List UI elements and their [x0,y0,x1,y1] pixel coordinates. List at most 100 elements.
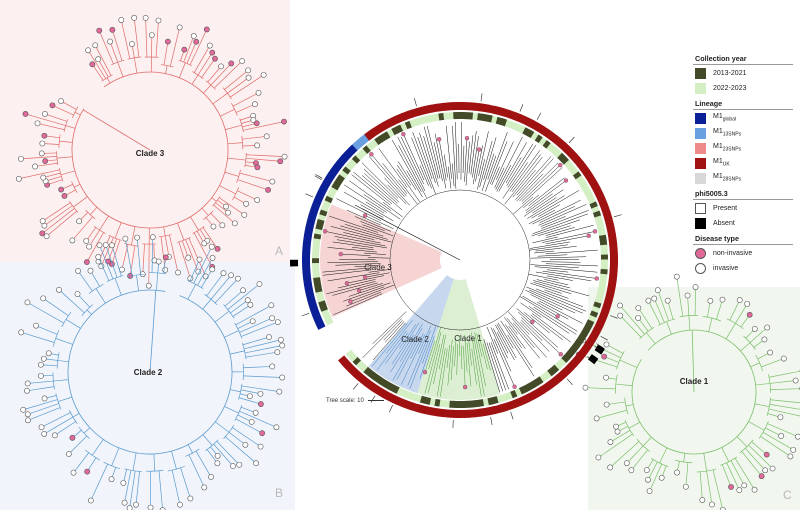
tree-leaf-branch [243,375,283,378]
main-branch [511,317,547,358]
leaf-marker [617,312,624,319]
tree-leaf-branch [631,449,648,471]
tree-leaf-branch [169,235,179,273]
main-branch [463,346,466,388]
legend-swatch [695,127,706,139]
year-ring-segment [531,379,540,388]
tree-leaf-branch [206,273,224,297]
tree-leaf-branch [158,470,163,510]
leaf-marker [39,140,46,147]
tree-leaf-branch [136,237,141,275]
lineage-ring-segment [556,371,566,382]
leaf-marker [269,315,276,321]
lineage-sub: 13SNPs [722,131,742,138]
leaf-marker [40,295,47,302]
main-branch [479,140,493,188]
main-branch [500,320,533,369]
leaf-marker [623,460,630,467]
lineage-ring-segment [606,227,616,235]
year-ring-segment [345,349,355,359]
leaf-marker [164,38,171,45]
tree-branch [133,57,138,74]
main-branch [516,308,533,322]
tree-leaf-branch [667,300,674,320]
main-branch [504,157,543,205]
lineage-base: M1 [713,173,723,181]
lineage-ring-segment [548,377,558,388]
main-leaf-marker [362,213,368,218]
main-leaf-marker [512,384,517,389]
year-ring-segment [581,327,590,336]
main-leaf-marker [436,137,442,142]
tree-leaf-branch [242,336,270,346]
main-branch [545,249,598,255]
tree-branch [99,215,109,231]
tree-node-arc [696,468,717,473]
main-branch [337,279,376,289]
tree-branch [224,171,239,177]
leaf-marker [190,33,197,39]
tree-leaf-branch [180,467,191,499]
legend-item: Present [695,202,793,214]
leaf-marker [212,55,218,62]
main-branch [532,213,589,235]
tree-branch [214,421,230,433]
main-branch [536,301,569,320]
year-ring-segment [567,347,577,356]
year-ring-segment [328,186,338,195]
leaf-marker [24,299,31,306]
outer-tick [519,104,524,112]
main-branch [409,340,429,389]
main-branch [495,136,523,190]
main-branch [545,227,575,236]
year-ring-segment [598,234,607,242]
year-ring-segment [518,125,526,134]
lineage-ring-segment [526,118,536,128]
tree-leaf-branch [239,410,277,428]
main-branch [412,132,436,195]
main-branch [445,125,452,180]
year-ring-segment [566,163,576,173]
lineage-ring-segment [373,385,383,396]
leaf-marker [185,254,192,261]
main-branch [367,257,390,259]
leaf-marker [126,505,133,510]
leaf-marker [109,242,115,249]
tree-node-arc [93,225,106,234]
tree-leaf-branch [638,307,653,329]
tree-leaf-branch [42,202,71,222]
main-branch [528,273,559,281]
main-branch [424,331,442,394]
year-ring-segment [472,112,479,121]
leaf-marker [96,27,103,34]
legend-item: non-invasive [695,247,793,259]
main-leaf-marker [348,299,353,304]
main-branch [344,184,387,213]
main-branch [530,294,563,311]
year-ring-segment [557,152,566,162]
main-circular-tree [290,93,622,428]
leaf-marker [76,218,82,225]
tree-leaf-branch [606,344,624,354]
year-ring-segment [542,140,552,149]
main-branch [343,286,385,302]
tree-branch [191,74,199,85]
main-branch [398,145,427,198]
inner-backbone [389,189,531,331]
year-ring-segment [396,387,404,396]
tree-node-arc [616,351,625,370]
year-ring-segment [391,126,400,136]
year-ring-segment [578,331,588,340]
main-branch [354,216,391,232]
leaf-marker [255,89,262,96]
panel-b-letter: B [275,486,284,500]
tree-leaf-branch [741,451,762,477]
tree-branch [219,185,236,195]
year-ring-segment [315,290,324,298]
main-branch [534,250,555,254]
lineage-ring-segment [583,340,594,350]
lineage-ring-segment [463,409,470,418]
lineage-ring-segment [473,102,480,112]
leaf-marker [83,238,90,244]
tree-node-arc [205,439,219,451]
